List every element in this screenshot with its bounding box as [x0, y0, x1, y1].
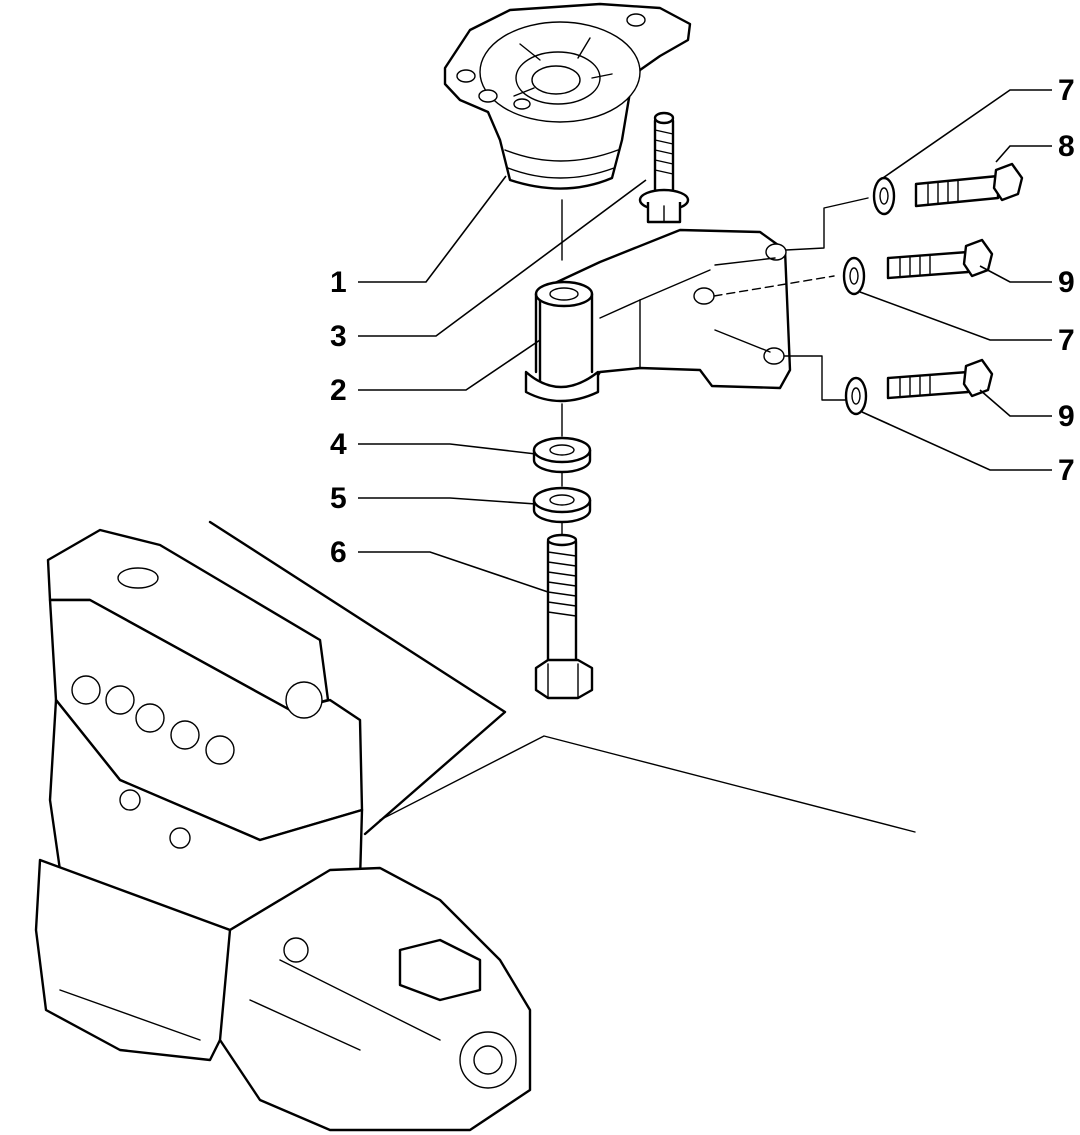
callout-6: 6 — [330, 536, 347, 569]
callout-7-middle: 7 — [1058, 324, 1075, 357]
leader-lines — [358, 89, 1052, 593]
callout-7-bottom: 7 — [1058, 454, 1075, 487]
callout-8: 8 — [1058, 130, 1075, 163]
location-indicator-lines — [208, 520, 916, 836]
part-4-washer — [532, 436, 592, 474]
part-7-washer-top — [872, 176, 896, 216]
engine-gearbox-assembly — [34, 528, 532, 1132]
part-8-bolt — [914, 162, 1024, 208]
part-2-bracket — [524, 228, 792, 403]
part-3-screw — [638, 111, 690, 224]
part-6-bolt — [534, 533, 594, 700]
part-9-bolt-lower — [886, 358, 994, 400]
callout-7-top: 7 — [1058, 74, 1075, 107]
assembly-axis-lines — [561, 197, 869, 541]
part-9-bolt-upper — [886, 238, 994, 280]
part-7-washer-middle — [842, 256, 866, 296]
callout-4: 4 — [330, 428, 347, 461]
callout-3: 3 — [330, 320, 347, 353]
part-1-engine-mount — [443, 2, 692, 190]
callout-9-upper: 9 — [1058, 266, 1075, 299]
part-7-washer-bottom — [844, 376, 868, 416]
callout-labels: 1 3 2 4 5 6 7 8 9 7 9 7 — [330, 74, 1075, 569]
callout-1: 1 — [330, 266, 347, 299]
callout-9-lower: 9 — [1058, 400, 1075, 433]
callout-2: 2 — [330, 374, 347, 407]
part-5-washer — [532, 486, 592, 524]
callout-5: 5 — [330, 482, 347, 515]
